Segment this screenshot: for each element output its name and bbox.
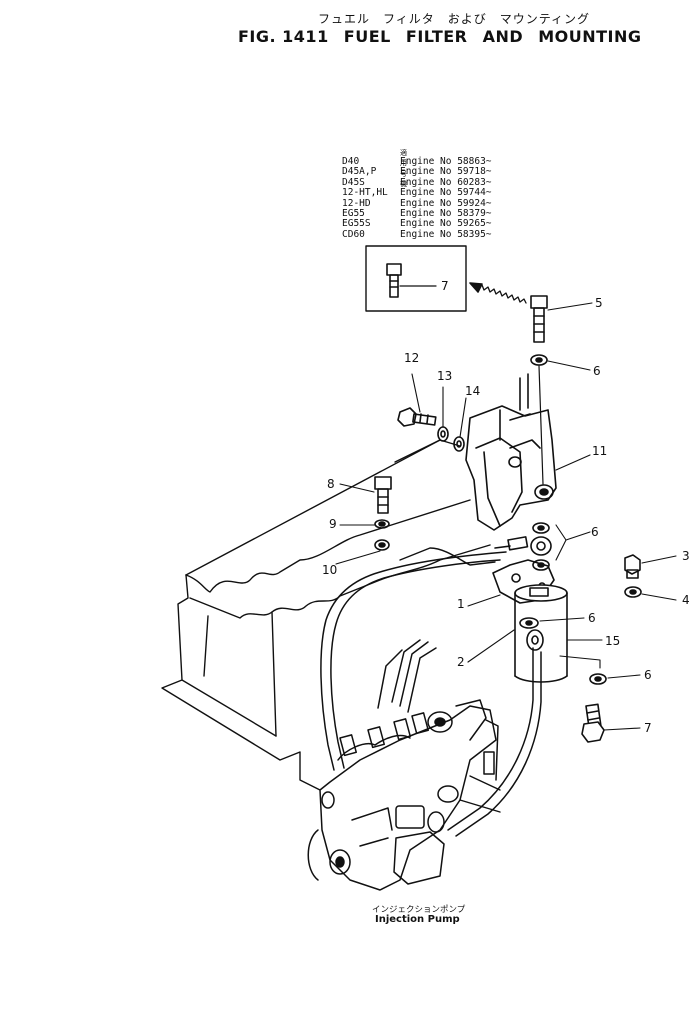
callout-5: 5 — [595, 296, 603, 310]
figure-title-word: FILTER — [405, 27, 468, 46]
callout-2: 2 — [457, 655, 465, 669]
model-name: D45S — [342, 176, 365, 188]
figure-title-word: AND — [482, 27, 524, 46]
bolt-8 — [339, 476, 392, 514]
callout-7-bottom: 7 — [644, 721, 652, 735]
engine-serial: Engine No 59265~ — [400, 218, 492, 230]
applicability-rows: D40 Engine No 58863~ D45A,P Engine No 5971… — [342, 156, 492, 240]
model-name: CD60 — [342, 228, 365, 240]
callout-12: 12 — [404, 351, 420, 365]
washer-6-bottom — [559, 655, 641, 685]
applicability-row: D45A,P Engine No 59718~ — [342, 166, 492, 178]
callout-15: 15 — [605, 634, 621, 648]
figure-title: FIG. 1411 FUEL FILTER AND MOUNTING — [238, 27, 651, 46]
bolt-12 — [397, 373, 437, 427]
figure-number: FIG. 1411 — [238, 27, 329, 46]
washer-6-low — [519, 617, 585, 651]
callout-6-low: 6 — [588, 611, 596, 625]
plug-3 — [624, 554, 677, 579]
engine-serial: Engine No 59744~ — [400, 187, 492, 199]
applicability-row: 12-HD Engine No 59924~ — [342, 197, 492, 209]
engine-serial: Engine No 59718~ — [400, 166, 492, 178]
applicability-row: EG55S Engine No 59265~ — [342, 218, 492, 230]
callout-6-mid: 6 — [591, 525, 599, 539]
model-name: 12-HT,HL — [342, 187, 388, 199]
applicability-row: EG55 Engine No 58379~ — [342, 207, 492, 219]
washer-10 — [335, 539, 390, 565]
applicability-row: D45S Engine No 60283~ — [342, 176, 492, 188]
washer-stack-6-mid — [494, 522, 591, 571]
engine-serial: Engine No 59924~ — [400, 197, 492, 209]
model-name: EG55 — [342, 207, 365, 219]
callout-13: 13 — [437, 369, 453, 383]
washer-6-top — [530, 354, 591, 371]
callout-6-top: 6 — [593, 364, 601, 378]
callout-10: 10 — [322, 563, 338, 577]
callout-3: 3 — [682, 549, 690, 563]
model-name: 12-HD — [342, 197, 371, 209]
engine-serial: Engine No 58863~ — [400, 156, 492, 167]
applicability-row: D40 Engine No 58863~ — [342, 156, 492, 167]
injection-pump-label: Injection Pump — [375, 914, 460, 925]
washer-4 — [624, 586, 677, 601]
engine-serial: Engine No 58379~ — [400, 207, 492, 219]
callout-9: 9 — [329, 517, 337, 531]
model-name: EG55S — [342, 218, 371, 230]
applicability-row: 12-HT,HL Engine No 59744~ — [342, 187, 492, 199]
washer-9 — [339, 519, 390, 529]
model-name: D45A,P — [342, 166, 377, 178]
washer-14 — [453, 397, 467, 452]
callout-7-inset: 7 — [441, 279, 449, 293]
callout-8: 8 — [327, 477, 335, 491]
figure-title-word: FUEL — [343, 27, 391, 46]
engine-outline-right — [459, 775, 501, 813]
callout-6-bottom: 6 — [644, 668, 652, 682]
figure-title-japanese: フュエル フィルタ および マウンティング — [318, 12, 591, 26]
injection-pump-label-japanese: インジェクションポンプ — [372, 905, 466, 915]
applicability-header: 適用号機 — [400, 149, 409, 189]
injection-pump — [307, 699, 499, 891]
engine-serial: Engine No 58395~ — [400, 228, 492, 240]
callout-14: 14 — [465, 384, 481, 398]
washer-13 — [437, 386, 449, 442]
engine-serial: Engine No 60283~ — [400, 176, 492, 188]
leader-lines-1-2 — [467, 594, 515, 663]
inset-pointer-arrow — [469, 282, 527, 304]
applicability-row: CD60 Engine No 58395~ — [342, 228, 492, 240]
fuel-filter-15 — [514, 584, 603, 683]
callout-11: 11 — [592, 444, 608, 458]
engine-block — [161, 439, 496, 791]
inset-box-bolt-7 — [365, 245, 467, 312]
callout-4: 4 — [682, 593, 690, 607]
figure-title-word: MOUNTING — [538, 27, 642, 46]
model-name: D40 — [342, 156, 360, 167]
bolt-7-bottom — [581, 703, 641, 743]
fuel-pipes — [320, 551, 542, 837]
bolt-5 — [530, 295, 593, 343]
bracket-11 — [465, 365, 591, 531]
callout-1: 1 — [457, 597, 465, 611]
